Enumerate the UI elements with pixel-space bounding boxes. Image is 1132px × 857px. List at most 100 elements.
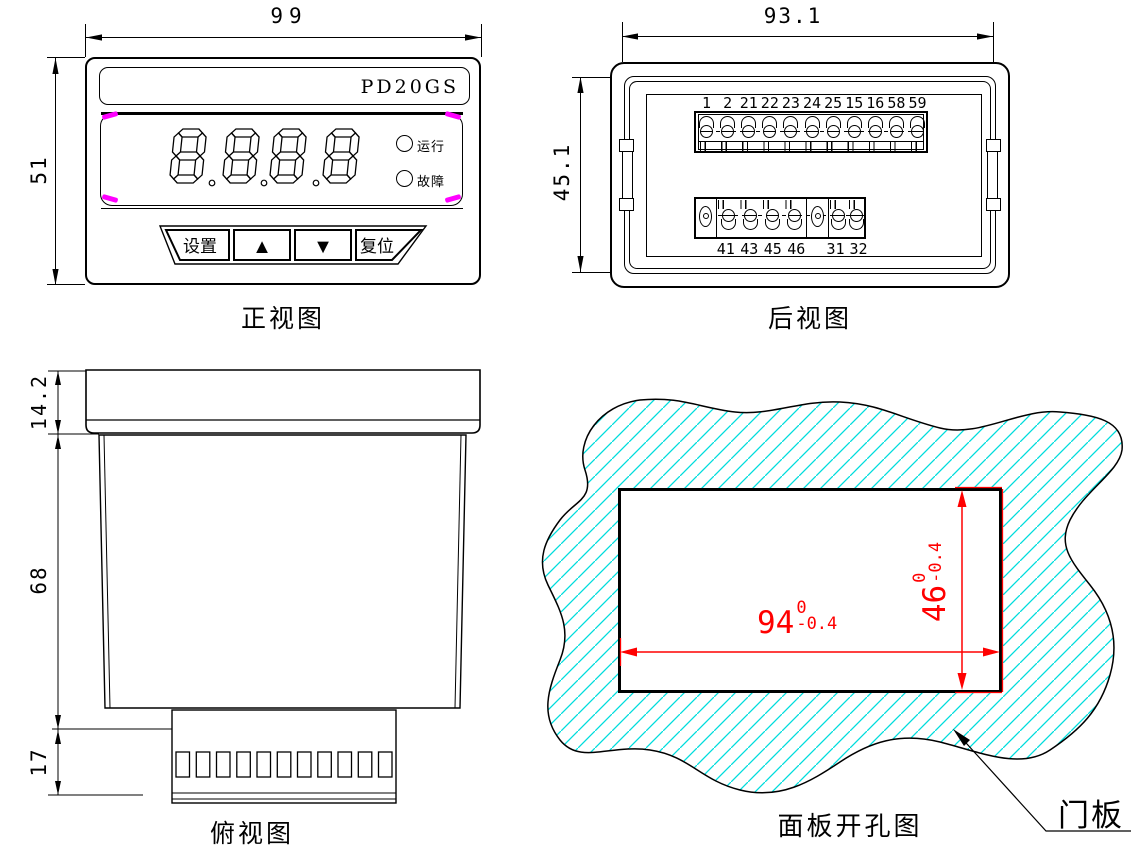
up-arrow-icon: ▲ [252, 236, 272, 258]
terminal-number: 41 [716, 240, 735, 258]
fault-led-label: 故障 [417, 174, 446, 189]
reset-button [355, 229, 424, 261]
terminal-screw [889, 125, 903, 138]
front-view-title: 正视图 [240, 305, 325, 333]
terminal-number: 16 [866, 94, 885, 112]
terminal-arch [742, 219, 758, 230]
dim-height-51: 51 [27, 155, 51, 185]
terminal-number: 23 [781, 94, 800, 112]
dim-arrow [983, 647, 1000, 657]
terminal-arch [804, 116, 820, 128]
terminal-arch [848, 219, 864, 230]
dim-arrow [86, 34, 102, 41]
model-bar: PD20GS [99, 67, 470, 105]
block-divider [828, 199, 829, 237]
terminal-cell: 25 [823, 95, 844, 138]
terminal-screw [805, 125, 819, 138]
terminal-cell [739, 209, 761, 230]
dim-arrow [620, 647, 637, 657]
terminal-cell: 59 [907, 95, 928, 138]
dim-width-93-1: 93.1 [763, 4, 823, 28]
dim-arrow [465, 34, 481, 41]
leader-line [956, 732, 1131, 832]
terminal-screw [784, 125, 798, 138]
cutout-rectangle [618, 488, 1002, 693]
body-seam-left [103, 434, 111, 709]
terminal-number: 22 [760, 94, 779, 112]
terminal-arch [909, 116, 925, 128]
dim-body-68: 68 [27, 565, 51, 595]
terminal-screw [721, 125, 735, 138]
dim-bezel-14-2: 14.2 [27, 373, 51, 431]
ext-line [481, 24, 482, 57]
terminal-arch [825, 116, 841, 128]
terminal-screw [826, 125, 840, 138]
bottom-right-terminal-cells [829, 209, 865, 230]
ext-line [572, 77, 625, 78]
terminal-number: 59 [908, 94, 927, 112]
dim-arrow [52, 58, 59, 74]
body-outline [98, 434, 467, 709]
mount-hole-center [703, 213, 709, 219]
terminal-cell: 15 [844, 95, 865, 138]
terminal-arch [720, 116, 736, 128]
dim-height-45-1: 45.1 [550, 142, 574, 202]
terminal-block-top [694, 111, 928, 153]
terminal-pins [175, 751, 393, 778]
terminal-arch [867, 116, 883, 128]
terminal-cell [847, 209, 865, 230]
terminal-cell [762, 209, 784, 230]
bezel-outline [85, 369, 481, 434]
terminal-arch [720, 219, 736, 230]
cutout-height-dim: 46 0 -0.4 [910, 527, 958, 637]
top-view-drawing [48, 369, 481, 804]
terminal-screw [868, 125, 882, 138]
terminal-screw [742, 125, 756, 138]
seven-segment-display [168, 128, 361, 187]
dim-arrow [577, 77, 584, 93]
cutout-drawing [541, 398, 1131, 832]
reset-button-label: 复位 [360, 237, 394, 256]
terminal-screw [831, 209, 845, 222]
terminal-ticks [830, 200, 864, 209]
dim-arrows [55, 371, 61, 795]
dim-line [86, 37, 481, 38]
terminal-screw [743, 209, 757, 222]
terminal-arch [765, 219, 781, 230]
terminal-divider-line [698, 141, 924, 142]
terminal-cell: 2 [717, 95, 738, 138]
button-row: 设置 ▲ ▼ 复位 [158, 225, 428, 265]
terminal-cell: 1 [696, 95, 717, 138]
dim-94-tol-lower: -0.4 [796, 614, 838, 634]
down-button [294, 229, 352, 261]
set-button-label: 设置 [183, 237, 217, 256]
dim-94-tol-upper: 0 [796, 598, 807, 618]
ext-line [47, 57, 85, 58]
button-strip-outline [158, 225, 428, 265]
terminal-screw [847, 125, 861, 138]
dim-arrow [977, 33, 993, 40]
terminal-number: 25 [824, 94, 843, 112]
block-divider [806, 199, 807, 237]
dim-arrow [577, 256, 584, 272]
set-button [164, 229, 230, 261]
terminal-screw [849, 209, 863, 222]
terminal-arch [741, 116, 757, 128]
display-window [100, 114, 463, 206]
dim-arrow [52, 269, 59, 285]
terminal-number: 58 [887, 94, 906, 112]
run-led [396, 135, 413, 152]
ext-lines [48, 370, 172, 796]
dim-width-99: 99 [270, 4, 308, 28]
door-panel-label: 门板 [1058, 798, 1124, 833]
terminal-number: 21 [739, 94, 758, 112]
bottom-left-terminal-cells [717, 209, 806, 230]
ext-line [572, 272, 630, 273]
leader-arrow [953, 729, 970, 746]
terminal-arch [888, 116, 904, 128]
decimal-point [260, 179, 268, 187]
dim-arrow [622, 33, 638, 40]
dim-46: 46 [917, 584, 953, 623]
ext-line [993, 22, 994, 62]
